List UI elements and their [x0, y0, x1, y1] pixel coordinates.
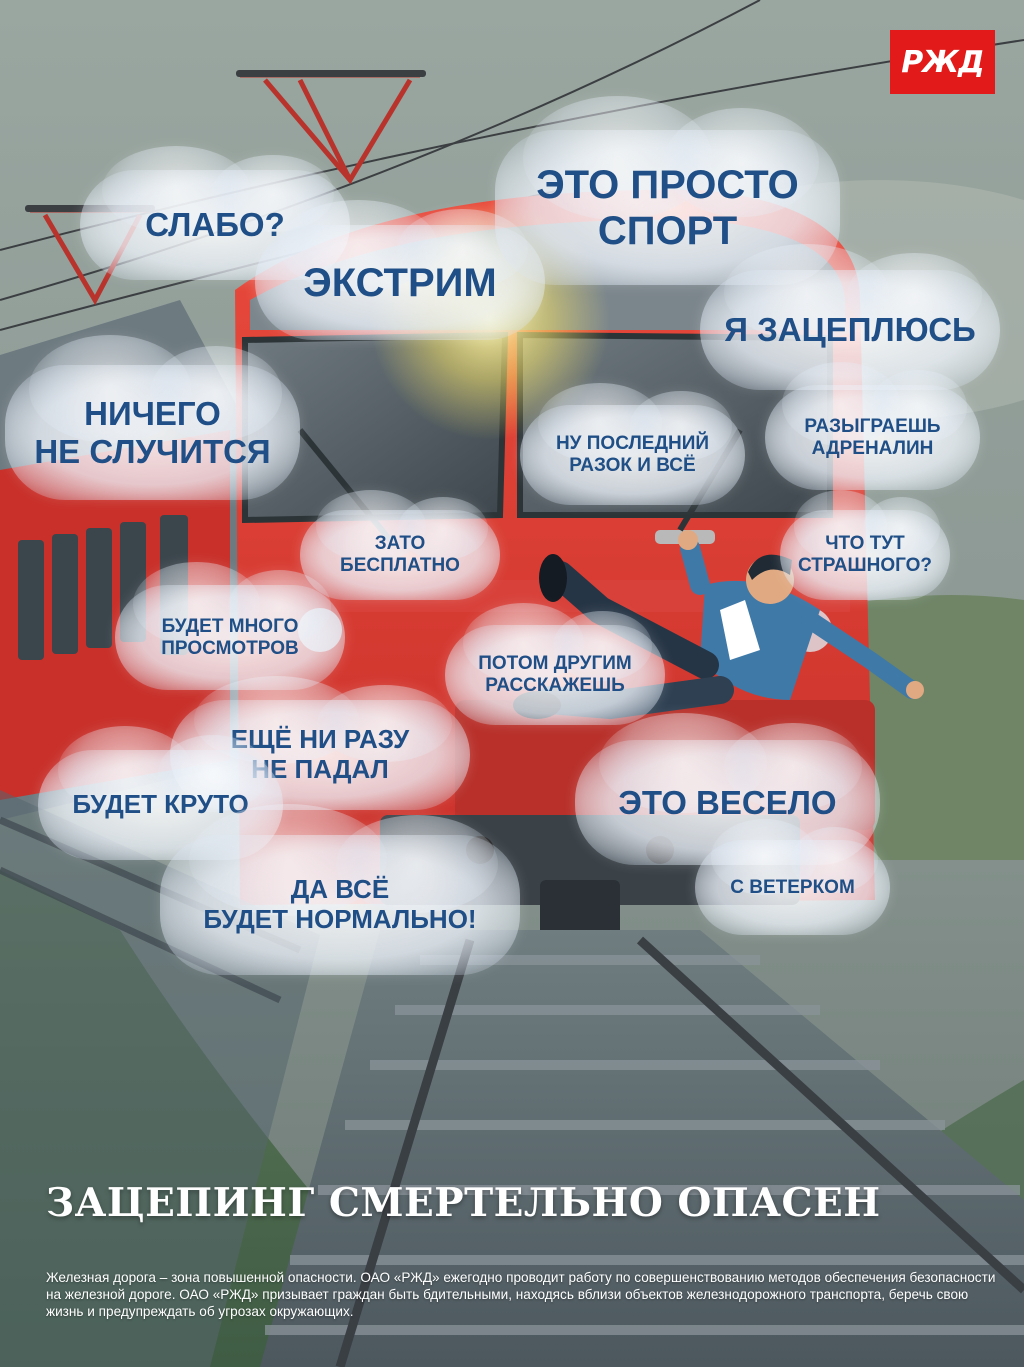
- cloud-text: ЭКСТРИМ: [303, 260, 497, 305]
- cloud-veselo: ЭТО ВЕСЕЛО: [575, 712, 880, 865]
- cloud-prosmotrov: БУДЕТ МНОГО ПРОСМОТРОВ: [115, 561, 345, 690]
- cloud-text: БУДЕТ КРУТО: [72, 789, 249, 820]
- cloud-text: СЛАБО?: [145, 206, 285, 244]
- cloud-text: ЧТО ТУТ СТРАШНОГО?: [797, 533, 933, 576]
- cloud-text: ЭТО ПРОСТО СПОРТ: [536, 162, 799, 253]
- cloud-text: ЕЩЁ НИ РАЗУ НЕ ПАДАЛ: [230, 724, 410, 784]
- logo-text: РЖД: [901, 44, 984, 80]
- cloud-text: ЗАТО БЕСПЛАТНО: [340, 533, 460, 576]
- headline: ЗАЦЕПИНГ СМЕРТЕЛЬНО ОПАСЕН: [46, 1180, 881, 1226]
- cloud-slabo: СЛАБО?: [80, 145, 350, 280]
- cloud-rasskazhesh: ПОТОМ ДРУГИМ РАССКАЖЕШЬ: [445, 603, 665, 725]
- rzd-logo: РЖД: [890, 30, 995, 94]
- cloud-zatseplus: Я ЗАЦЕПЛЮСЬ: [700, 243, 1000, 390]
- cloud-strashnogo: ЧТО ТУТ СТРАШНОГО?: [780, 490, 950, 600]
- cloud-text: ПОТОМ ДРУГИМ РАССКАЖЕШЬ: [478, 653, 632, 696]
- cloud-text: НИЧЕГО НЕ СЛУЧИТСЯ: [34, 394, 271, 470]
- cloud-text: НУ ПОСЛЕДНИЙ РАЗОК И ВСЁ: [555, 433, 710, 476]
- cloud-normalno: ДА ВСЁ БУДЕТ НОРМАЛЬНО!: [160, 804, 520, 975]
- cloud-sport: ЭТО ПРОСТО СПОРТ: [495, 95, 840, 285]
- cloud-posledniy: НУ ПОСЛЕДНИЙ РАЗОК И ВСЁ: [520, 383, 745, 505]
- cloud-veterkom: С ВЕТЕРКОМ: [695, 819, 890, 935]
- cloud-nichego: НИЧЕГО НЕ СЛУЧИТСЯ: [5, 335, 300, 500]
- cloud-text: Я ЗАЦЕПЛЮСЬ: [724, 311, 976, 349]
- cloud-text: РАЗЫГРАЕШЬ АДРЕНАЛИН: [804, 415, 941, 459]
- cloud-adrenalin: РАЗЫГРАЕШЬ АДРЕНАЛИН: [765, 361, 980, 490]
- cloud-text: ДА ВСЁ БУДЕТ НОРМАЛЬНО!: [203, 874, 477, 934]
- cloud-besplatno: ЗАТО БЕСПЛАТНО: [300, 490, 500, 600]
- cloud-text: С ВЕТЕРКОМ: [730, 876, 855, 898]
- body-text: Железная дорога – зона повышенной опасно…: [46, 1270, 996, 1319]
- cloud-text: ЭТО ВЕСЕЛО: [618, 783, 837, 821]
- cloud-text: БУДЕТ МНОГО ПРОСМОТРОВ: [161, 615, 299, 659]
